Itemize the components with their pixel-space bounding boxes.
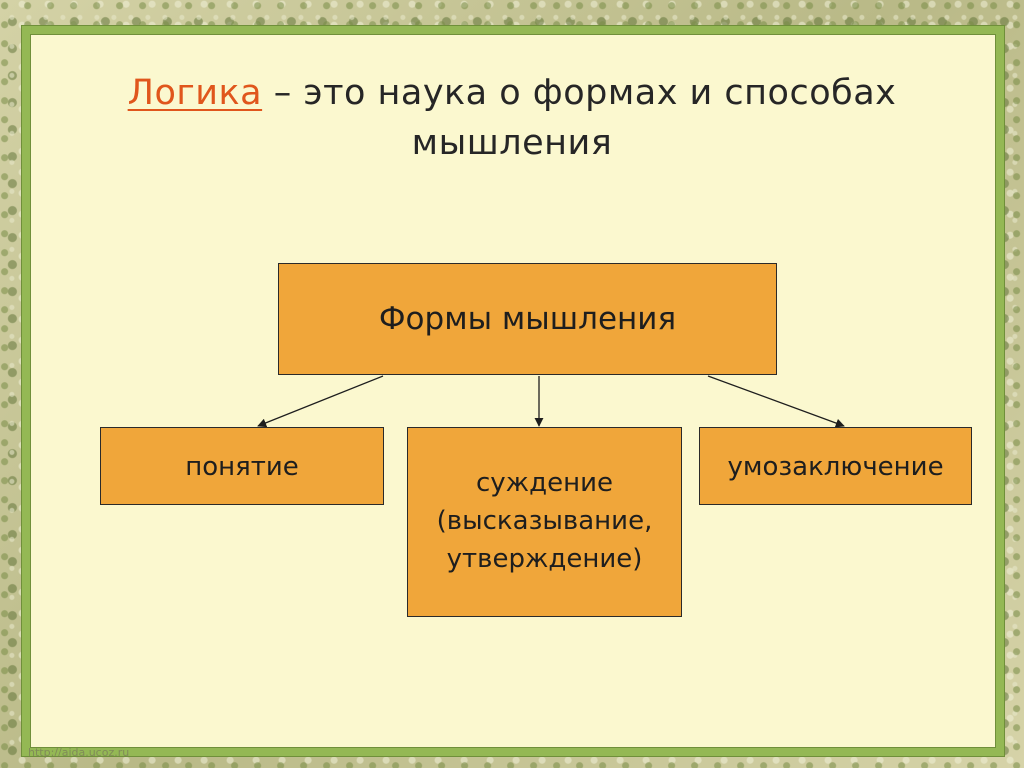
- node-judgment: суждение (высказывание, утверждение): [407, 427, 682, 617]
- title-term: Логика: [127, 73, 263, 113]
- node-judgment-label: (высказывание,: [436, 506, 653, 536]
- node-inference-label: умозаключение: [727, 452, 944, 482]
- title-line2: мышления: [411, 123, 613, 163]
- node-judgment-label: утверждение): [446, 544, 643, 574]
- node-forms-of-thinking-label: Формы мышления: [378, 301, 677, 337]
- node-forms-of-thinking: Формы мышления: [278, 263, 777, 375]
- slide-title: Логика – это наука о формах и способах мы…: [40, 68, 984, 168]
- node-judgment-label: суждение: [476, 468, 613, 498]
- node-concept-label: понятие: [185, 452, 299, 482]
- title-rest: – это наука о формах и способах: [262, 73, 897, 113]
- watermark: http://aida.ucoz.ru: [28, 746, 130, 759]
- node-concept: понятие: [100, 427, 384, 505]
- node-inference: умозаключение: [699, 427, 972, 505]
